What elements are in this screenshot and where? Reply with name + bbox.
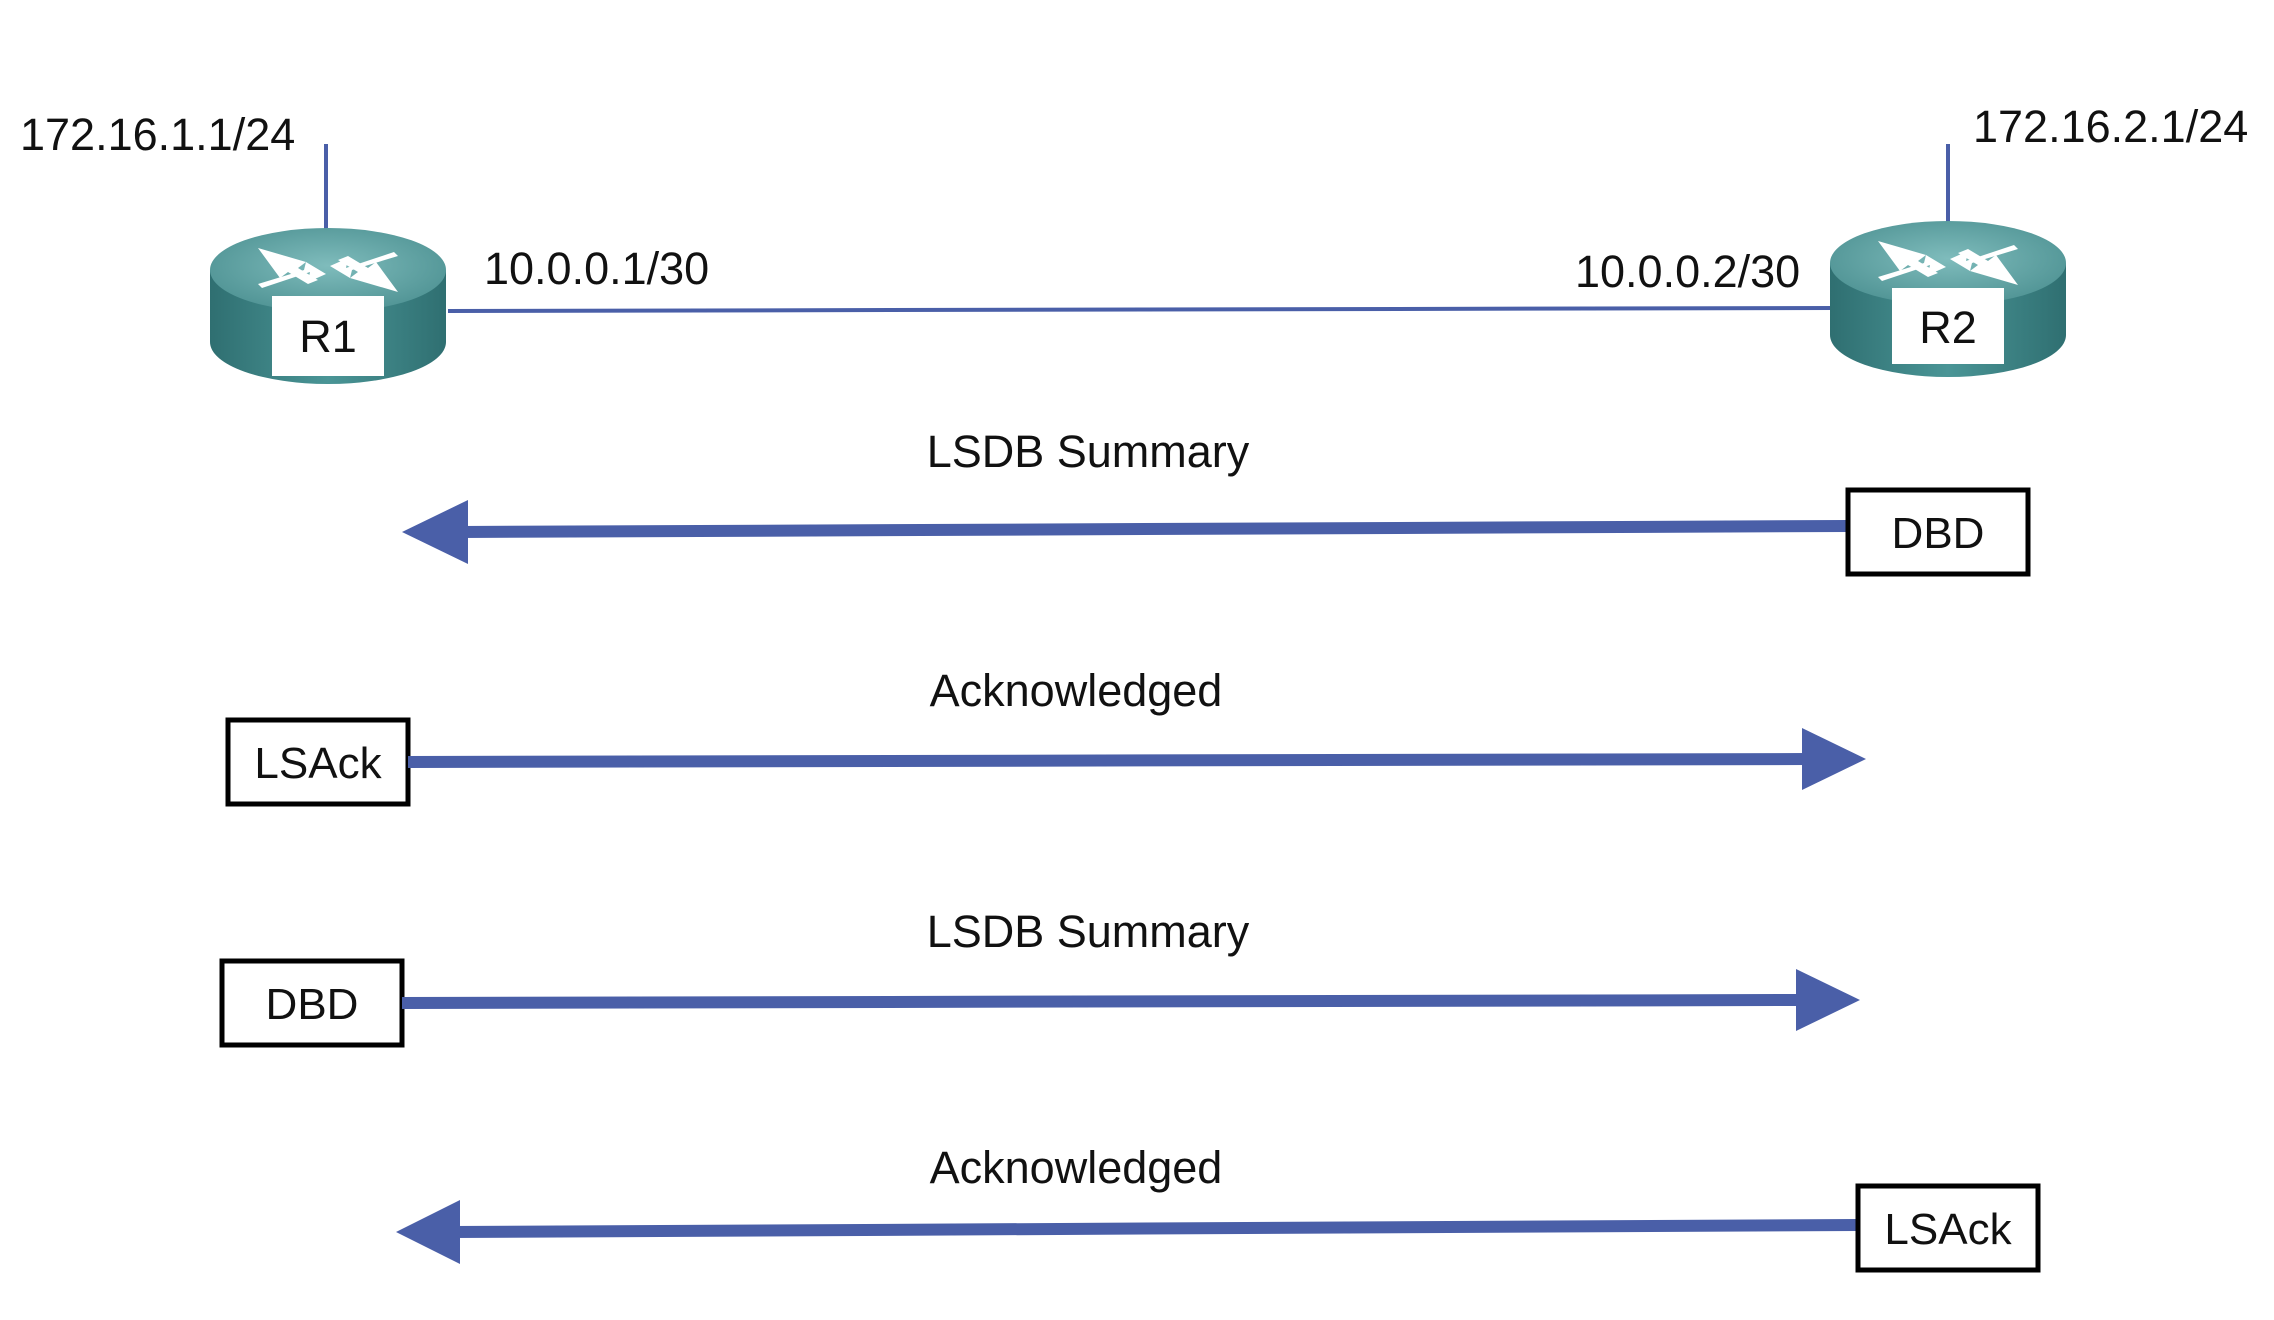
exchange-3-label: LSDB Summary [927, 906, 1250, 957]
exchange-3-packet-box [219, 958, 405, 1048]
router-r2-name: R2 [1919, 302, 1977, 353]
r1-wan-ip: 10.0.0.1/30 [484, 243, 709, 294]
r2-wan-ip: 10.0.0.2/30 [1575, 246, 1800, 297]
exchange-2-packet-box [225, 717, 411, 807]
exchange-3-arrow-shaft [401, 994, 1805, 1009]
router-r2-name-box [1892, 288, 2004, 364]
exchange-4-packet: LSAck [1884, 1205, 2012, 1254]
r1-lan-ip: 172.16.1.1/24 [20, 109, 295, 160]
router-r1-name-box [272, 296, 384, 376]
exchange-2-packet: LSAck [254, 739, 382, 788]
r2-lan-ip: 172.16.2.1/24 [1973, 101, 2248, 152]
exchange-1-packet-box [1845, 487, 2031, 577]
exchange-3-packet: DBD [266, 980, 359, 1029]
exchange-1-label: LSDB Summary [927, 426, 1250, 477]
exchange-4-arrow-head [396, 1200, 460, 1264]
exchange-1-arrow-head [402, 500, 468, 564]
exchange-4-label: Acknowledged [930, 1142, 1223, 1193]
wan-link [447, 306, 1836, 313]
exchange-4-packet-box [1855, 1183, 2041, 1273]
exchange-3-arrow-head [1796, 969, 1860, 1031]
router-r1-name: R1 [299, 311, 357, 362]
exchange-1-packet: DBD [1892, 509, 1985, 558]
exchange-2-arrow-head [1802, 728, 1866, 790]
exchange-4-arrow-shaft [451, 1219, 1859, 1238]
exchange-2-label: Acknowledged [930, 665, 1223, 716]
exchange-2-arrow-shaft [407, 753, 1811, 768]
exchange-1-arrow-shaft [459, 520, 1849, 538]
